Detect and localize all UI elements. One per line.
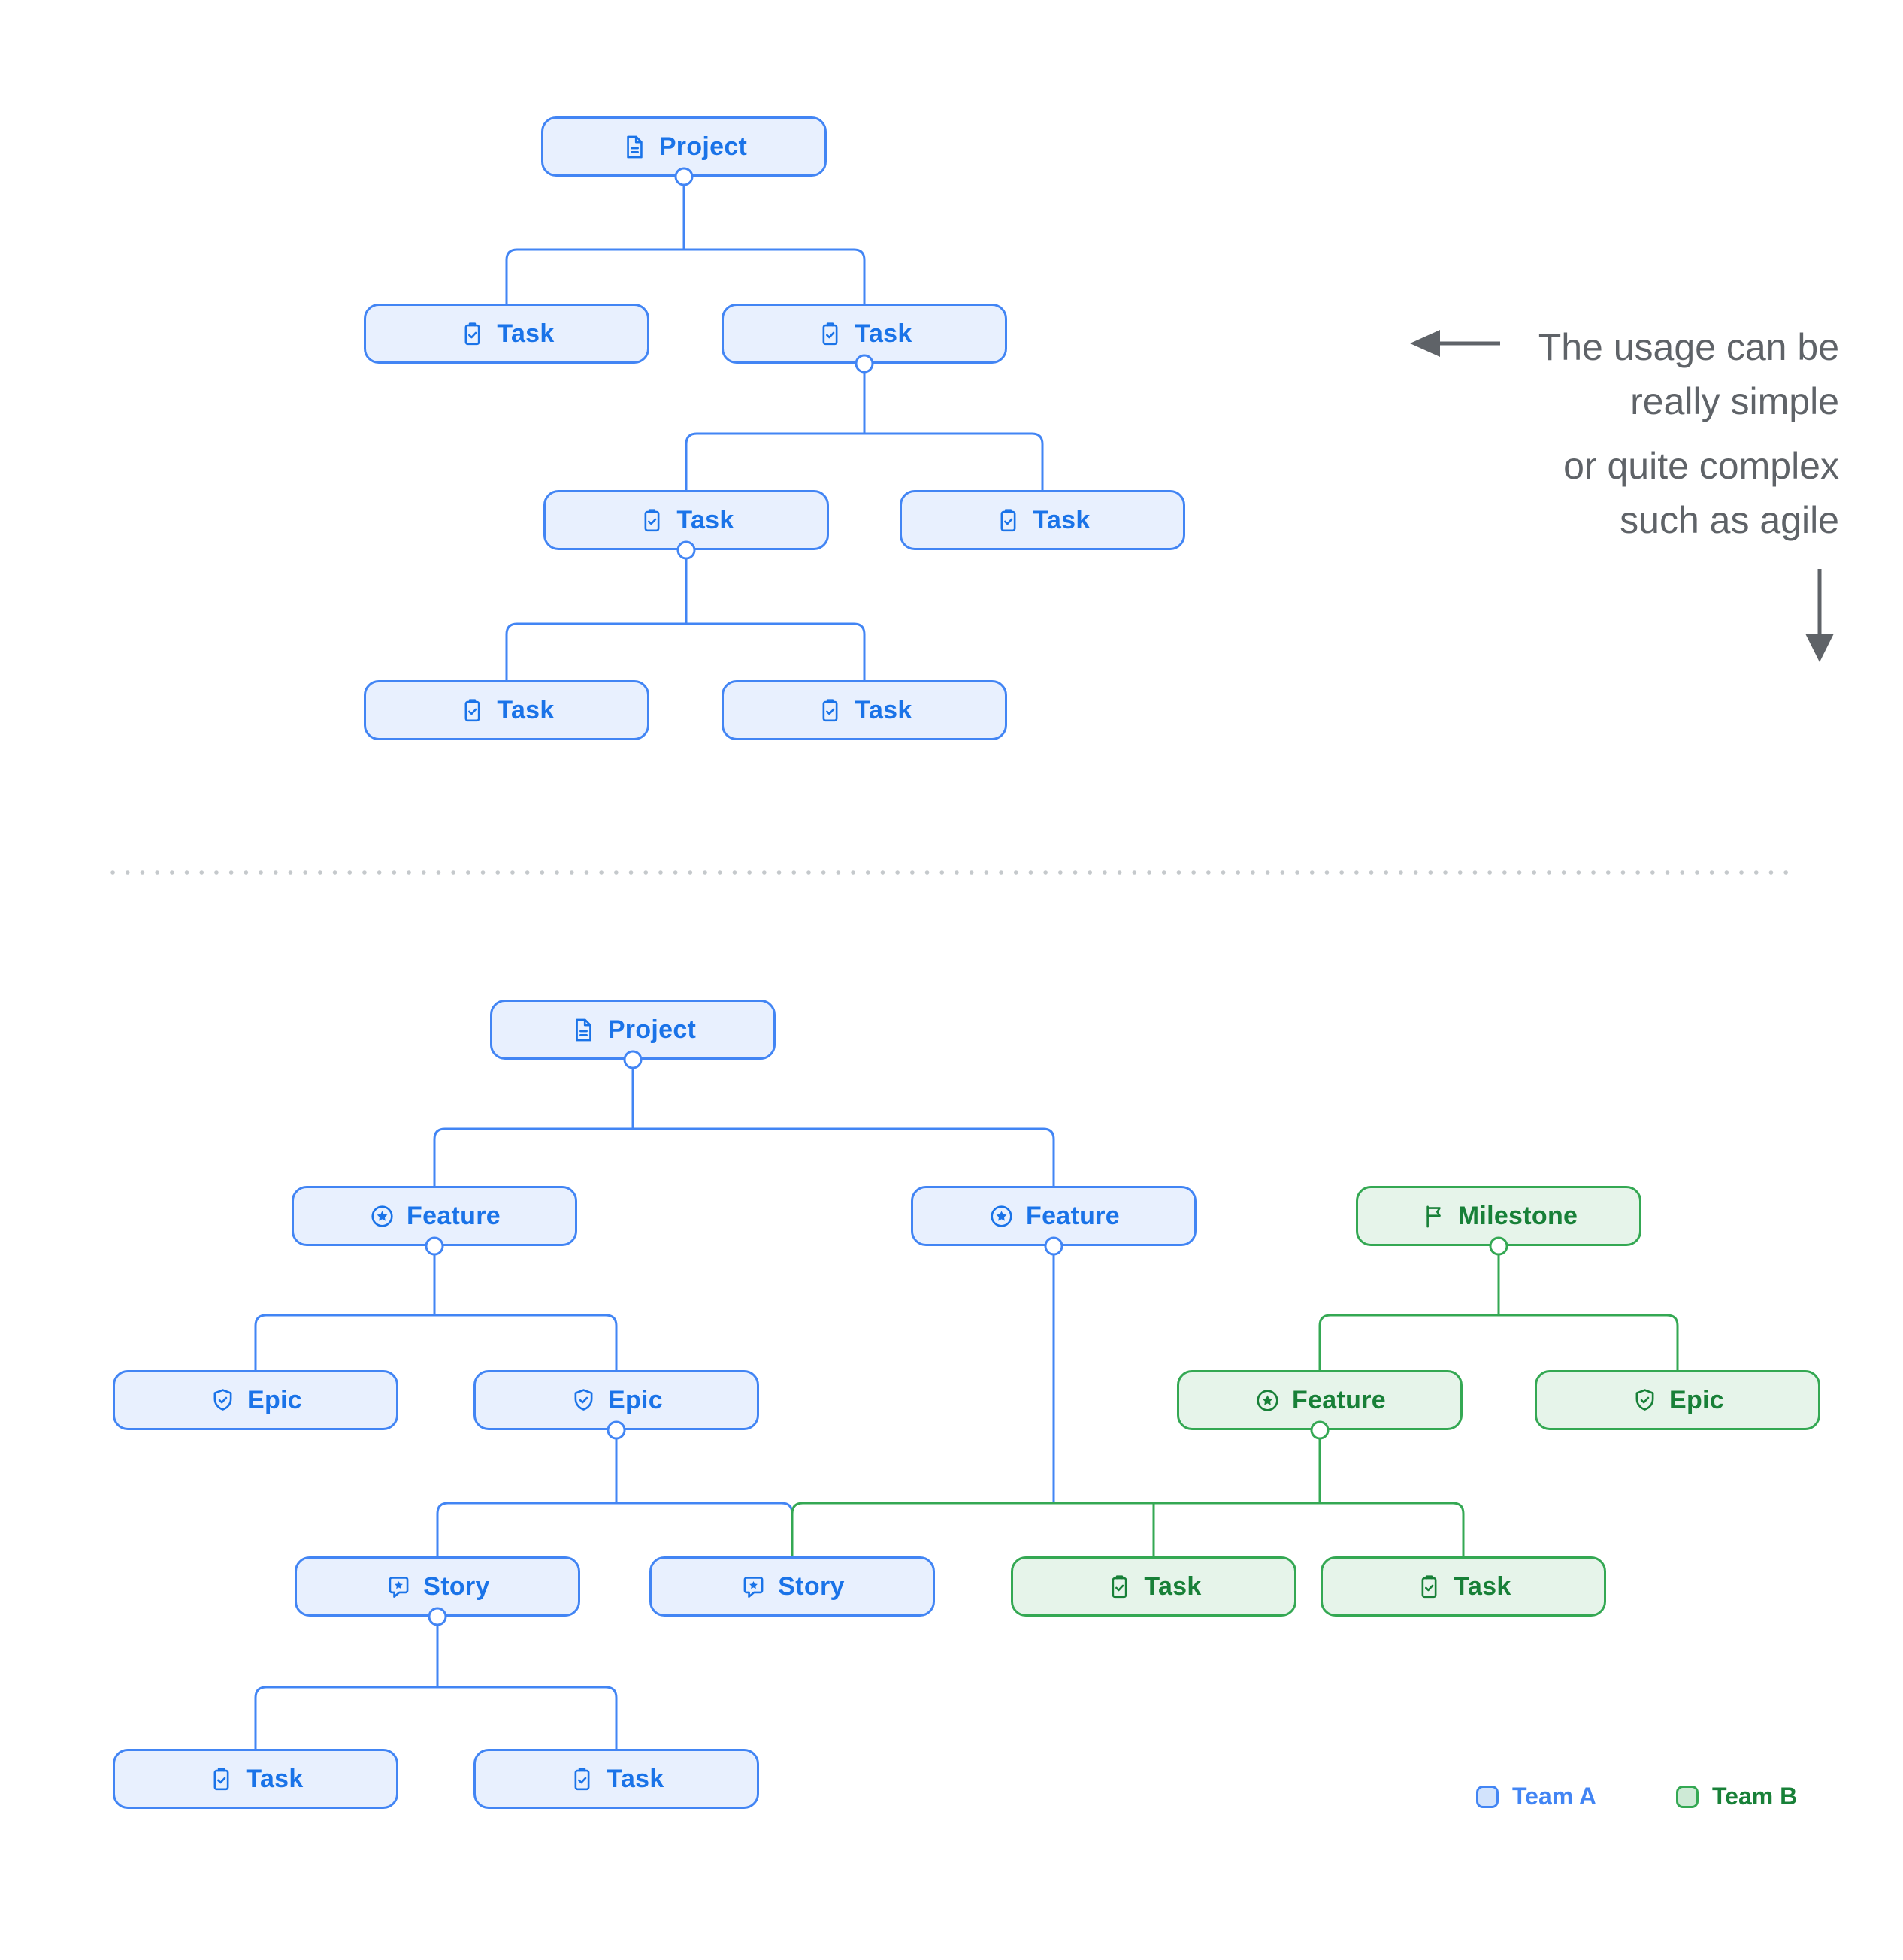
node-label: Task (246, 1764, 304, 1793)
node-label: Epic (247, 1385, 302, 1414)
task-icon (816, 697, 844, 724)
legend-team-a: Team A (1476, 1783, 1596, 1810)
arrow-left-icon (1410, 330, 1500, 357)
task-icon (816, 320, 844, 348)
node-story: Story (649, 1556, 935, 1617)
node-label: Task (855, 695, 912, 724)
node-task: Task (364, 304, 649, 364)
task-icon (1415, 1573, 1443, 1601)
connector (433, 1127, 1055, 1186)
node-task: Task (1321, 1556, 1606, 1617)
annotation-line: such as agile (1620, 499, 1839, 541)
node-task: Task (543, 490, 829, 550)
feature-icon (368, 1202, 396, 1230)
milestone-icon (1420, 1202, 1448, 1230)
task-icon (994, 507, 1022, 534)
node-label: Milestone (1457, 1201, 1578, 1230)
node-task: Task (113, 1749, 398, 1809)
task-icon (207, 1765, 235, 1793)
node-feature: Feature (292, 1186, 577, 1246)
node-label: Feature (1026, 1201, 1120, 1230)
node-task: Task (1011, 1556, 1296, 1617)
node-task: Task (473, 1749, 759, 1809)
legend-label: Team B (1712, 1783, 1798, 1810)
node-epic: Epic (113, 1370, 398, 1430)
node-label: Story (423, 1571, 490, 1601)
connector (791, 1502, 1465, 1556)
node-task: Task (722, 304, 1007, 364)
connector (254, 1686, 618, 1749)
task-icon (458, 697, 486, 724)
node-label: Project (607, 1015, 697, 1044)
task-icon (568, 1765, 596, 1793)
node-project: Project (490, 1000, 776, 1060)
node-task: Task (722, 680, 1007, 740)
node-label: Task (607, 1764, 664, 1793)
node-label: Task (1144, 1571, 1202, 1601)
annotation-note: The usage can be really simple or quite … (1538, 320, 1839, 547)
story-icon (385, 1573, 413, 1601)
team-a-swatch-icon (1476, 1785, 1499, 1808)
node-story: Story (295, 1556, 580, 1617)
node-feature: Feature (911, 1186, 1197, 1246)
node-label: Project (658, 132, 748, 161)
node-label: Epic (1669, 1385, 1724, 1414)
connector (1318, 1314, 1679, 1370)
connector (685, 432, 1044, 490)
node-epic: Epic (473, 1370, 759, 1430)
connector (505, 622, 866, 680)
epic-icon (570, 1387, 598, 1414)
node-label: Epic (607, 1385, 663, 1414)
node-label: Task (497, 319, 555, 348)
node-project: Project (541, 116, 827, 177)
annotation-line: really simple (1630, 380, 1839, 422)
node-label: Story (778, 1571, 845, 1601)
connector (254, 1314, 618, 1370)
doc-icon (621, 133, 649, 161)
node-label: Feature (1292, 1385, 1386, 1414)
task-icon (1106, 1573, 1133, 1601)
task-icon (638, 507, 666, 534)
epic-icon (209, 1387, 237, 1414)
node-task: Task (900, 490, 1185, 550)
node-label: Feature (407, 1201, 501, 1230)
node-feature: Feature (1177, 1370, 1463, 1430)
doc-icon (570, 1016, 598, 1044)
feature-icon (1254, 1387, 1281, 1414)
task-icon (458, 320, 486, 348)
annotation-line: or quite complex (1563, 445, 1839, 487)
team-b-swatch-icon (1676, 1785, 1699, 1808)
connector (505, 248, 866, 304)
connector (436, 1502, 794, 1556)
legend-label: Team A (1512, 1783, 1597, 1810)
epic-icon (1631, 1387, 1659, 1414)
node-task: Task (364, 680, 649, 740)
node-epic: Epic (1535, 1370, 1820, 1430)
node-label: Task (1033, 505, 1091, 534)
node-label: Task (497, 695, 555, 724)
node-label: Task (676, 505, 734, 534)
feature-icon (988, 1202, 1015, 1230)
legend-team-b: Team B (1676, 1783, 1797, 1810)
node-label: Task (855, 319, 912, 348)
arrow-down-icon (1805, 569, 1834, 662)
annotation-line: The usage can be (1538, 326, 1839, 368)
node-label: Task (1454, 1571, 1511, 1601)
node-milestone: Milestone (1356, 1186, 1641, 1246)
story-icon (740, 1573, 767, 1601)
